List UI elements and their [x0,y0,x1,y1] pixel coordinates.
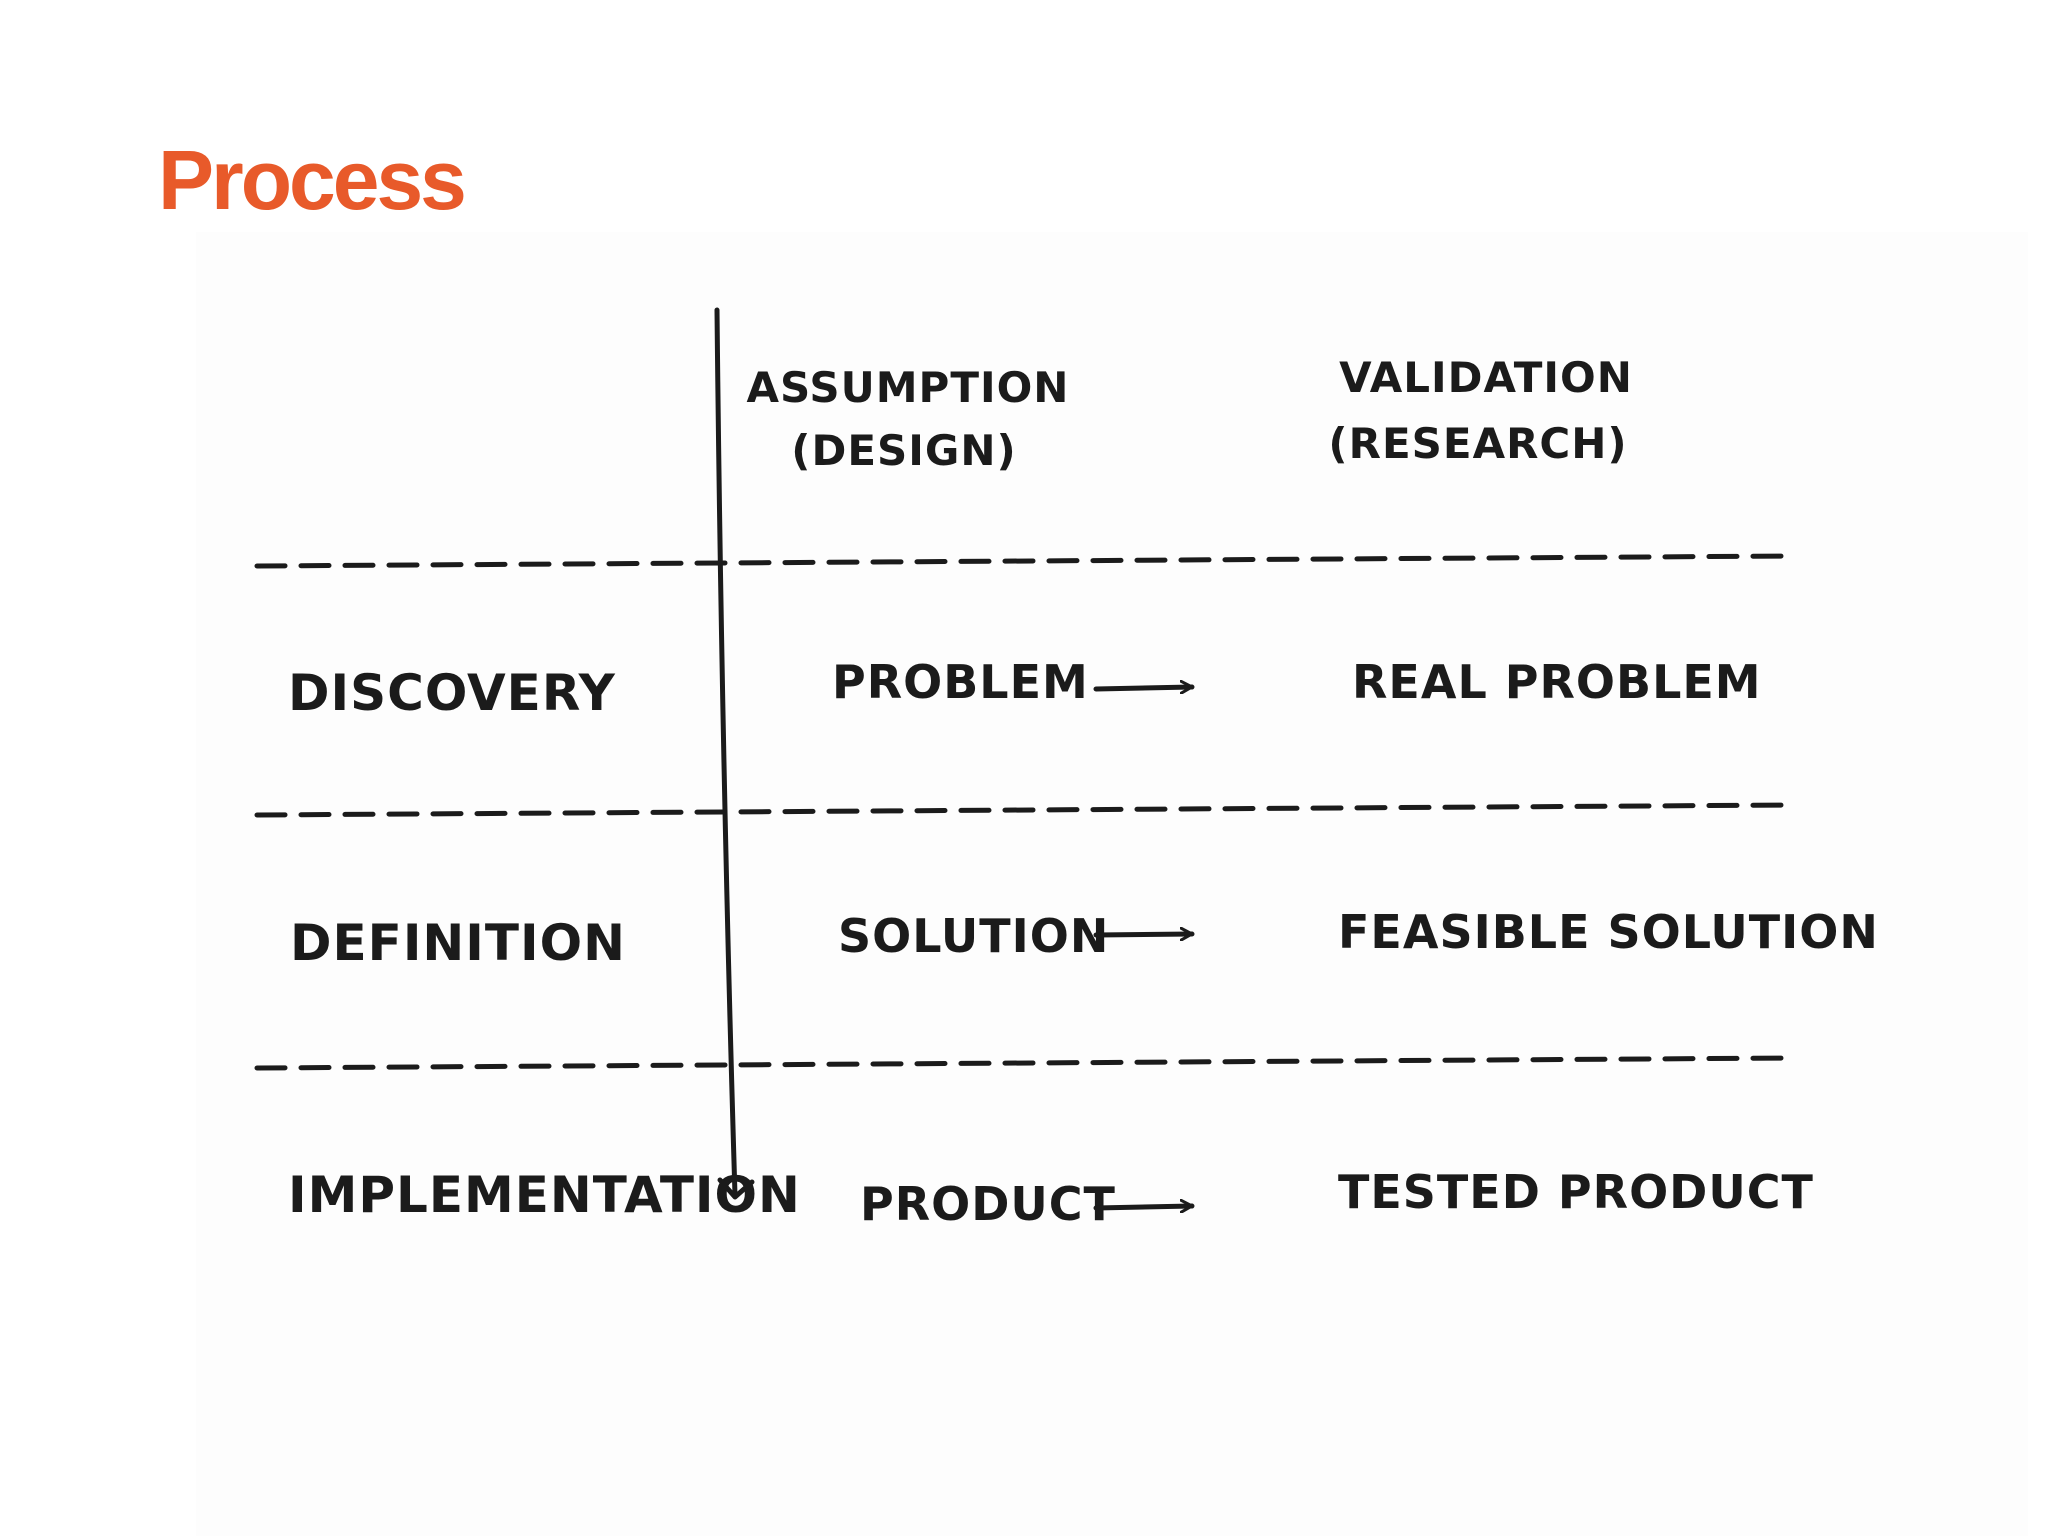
transition-arrow-implementation [1093,1206,1195,1208]
validation-cell-definition: FEASIBLE SOLUTION [1338,905,1879,959]
stage-label-implementation: IMPLEMENTATION [288,1166,801,1224]
row-divider-1 [254,553,1798,569]
column-header-assumption-sub: (DESIGN) [791,426,1016,475]
stage-label-discovery: DISCOVERY [288,664,616,722]
validation-cell-discovery: REAL PROBLEM [1352,655,1762,709]
sketch-panel [196,232,2028,1536]
assumption-cell-implementation: PRODUCT [860,1177,1116,1231]
column-header-assumption: ASSUMPTION [747,363,1070,412]
assumption-cell-discovery: PROBLEM [832,655,1089,709]
row-divider-2 [254,802,1798,818]
column-header-validation: VALIDATION [1339,353,1633,402]
timeline-axis [714,307,738,1198]
transition-arrow-definition [1093,934,1195,935]
assumption-cell-definition: SOLUTION [838,909,1109,963]
validation-cell-implementation: TESTED PRODUCT [1338,1165,1814,1219]
row-divider-3 [254,1055,1798,1071]
column-header-validation-sub: (RESEARCH) [1328,419,1627,468]
stage-label-definition: DEFINITION [290,914,626,972]
page-title: Process [158,133,467,227]
transition-arrow-discovery [1093,687,1195,689]
timeline-arrowhead [717,1177,755,1200]
